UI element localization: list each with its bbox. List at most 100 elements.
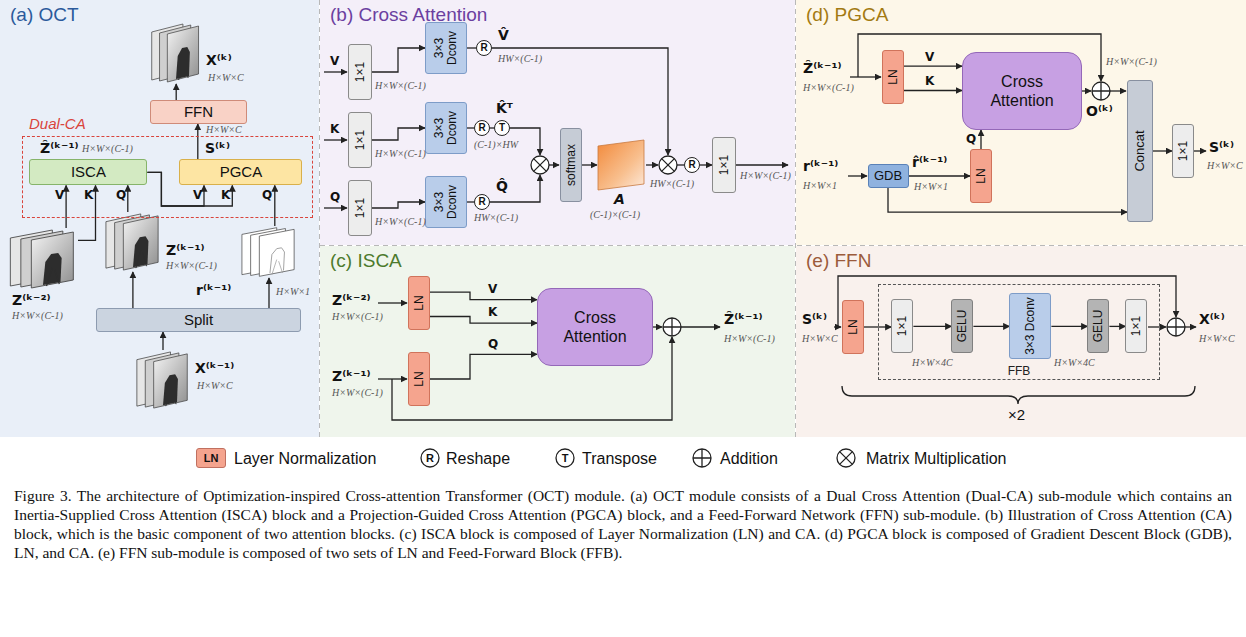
node-text: r⁽ᵏ⁻¹⁾ (196, 282, 231, 299)
edge-label: K (221, 188, 230, 202)
image-stack: Z⁽ᵏ⁻¹⁾H×W×(C-1) (104, 212, 162, 272)
matmul-cross (534, 159, 547, 172)
dimension-label: H×W×(C-1) (803, 82, 854, 93)
connector (467, 127, 474, 128)
addition-symbol (1092, 82, 1110, 100)
wire (582, 164, 597, 165)
math-label: S⁽ᵏ⁾ (802, 311, 827, 328)
dimension-label: H×W×(C-1) (332, 311, 383, 322)
wire (736, 164, 788, 165)
math-label: r̂⁽ᵏ⁻¹⁾ (912, 154, 947, 171)
edge-label: K (84, 188, 93, 202)
reshape-symbol (421, 449, 439, 467)
node-text: LN (847, 302, 860, 352)
node-text: LN (887, 52, 900, 102)
connector (980, 130, 981, 149)
addition-cross (1092, 82, 1110, 100)
layer-box: softmax (560, 128, 582, 202)
layer-box: 1×1 (1172, 124, 1194, 178)
layer-box: 1×1 (348, 180, 372, 236)
addition-symbol (663, 318, 681, 336)
legend-symbol-text: LN (204, 453, 219, 464)
dimension-label: HW×(C-1) (474, 212, 518, 223)
edge-label: Q (116, 188, 126, 202)
wire (1185, 326, 1196, 327)
connector (467, 201, 474, 202)
caption: Figure 3. The architecture of Optimizati… (14, 486, 1232, 562)
node-text: 1×1 (354, 114, 367, 166)
math-label: Q̂ (496, 178, 508, 195)
layer-box: 3×3 Dconv (425, 102, 467, 154)
dimension-label: H×W×(C-1) (375, 80, 426, 91)
node-text: (c) ISCA (330, 250, 402, 273)
input-label: V (330, 54, 339, 68)
wire (324, 71, 347, 72)
image-stack: Z⁽ᵏ⁻²⁾H×W×(C-1) (8, 228, 78, 290)
connector (1109, 326, 1125, 327)
dimension-label: (C-1)×HW (474, 139, 518, 150)
layer-box: LN (970, 149, 992, 203)
node-text: X⁽ᵏ⁾ (206, 52, 232, 69)
process-box: ISCA (29, 159, 147, 185)
op-circle: R (474, 120, 490, 136)
matmul-symbol (659, 156, 677, 174)
input-label: Q (330, 190, 340, 204)
node-text: Concat (1133, 82, 1147, 220)
node-text: ISCA (71, 164, 106, 181)
math-label: Z⁽ᵏ⁻¹⁾ (332, 368, 371, 385)
edge-label: Q (488, 337, 498, 351)
dimension-label: HW×(C-1) (650, 178, 694, 189)
connector (909, 175, 971, 176)
math-label: r⁽ᵏ⁻¹⁾ (803, 158, 838, 175)
layer-box: 1×1 (891, 299, 913, 353)
connector (197, 124, 198, 159)
matmul-cross (662, 159, 675, 172)
connector (65, 185, 66, 228)
node-text: 1×1 (354, 182, 367, 234)
node-text: R (478, 123, 485, 133)
node-text: 3×3 Dconv (433, 178, 458, 226)
edge-label: V (193, 188, 202, 202)
node-text: Cross Attention (974, 72, 1070, 110)
wire (850, 76, 881, 77)
process-box: FFN (150, 100, 247, 124)
image-stack (137, 352, 187, 408)
attention-box: Cross Attention (537, 288, 653, 366)
dimension-label: H×W×(C-1) (724, 333, 775, 344)
node-text: R (688, 160, 695, 170)
panel-divider (795, 0, 796, 437)
addition-cross (663, 318, 681, 336)
math-label: Ẑ⁽ᵏ⁻¹⁾ (724, 311, 763, 328)
addition-cross (693, 449, 711, 467)
wire (1148, 326, 1166, 327)
node-text: PGCA (220, 164, 263, 181)
layer-box: 1×1 (348, 44, 372, 100)
edge-label: Q (262, 188, 272, 202)
node-text: H×W×(C-1) (12, 310, 63, 321)
node-text: Cross Attention (549, 308, 641, 346)
node-text: 1×1 (718, 139, 731, 191)
node-text: H×W×C (197, 380, 233, 391)
matmul-symbol (837, 449, 855, 467)
math-label: V̂ (498, 27, 509, 44)
wire (378, 302, 407, 303)
node-text: (d) PGCA (806, 4, 888, 27)
image-stack (242, 228, 294, 277)
layer-box: 1×1 (1125, 299, 1147, 353)
node-text: GELU (1092, 301, 1105, 351)
layer-box: GELU (951, 299, 973, 353)
dimension-label: H×W×1 (914, 181, 948, 192)
wire (848, 175, 867, 176)
node-text: X⁽ᵏ⁻¹⁾ (195, 360, 234, 377)
node-text: GDB (874, 169, 902, 183)
node-text: 3×3 Dconv (433, 104, 458, 152)
legend-text: Addition (720, 449, 778, 468)
layer-box: LN (842, 300, 864, 354)
connector (274, 185, 275, 226)
dimension-label: H×W×(C-1) (82, 143, 133, 154)
dimension-label: H×W×(C-1) (375, 216, 426, 227)
connector (1051, 326, 1087, 327)
op-circle: R (684, 157, 700, 173)
layer-box: 3×3 Dconv (425, 22, 467, 74)
